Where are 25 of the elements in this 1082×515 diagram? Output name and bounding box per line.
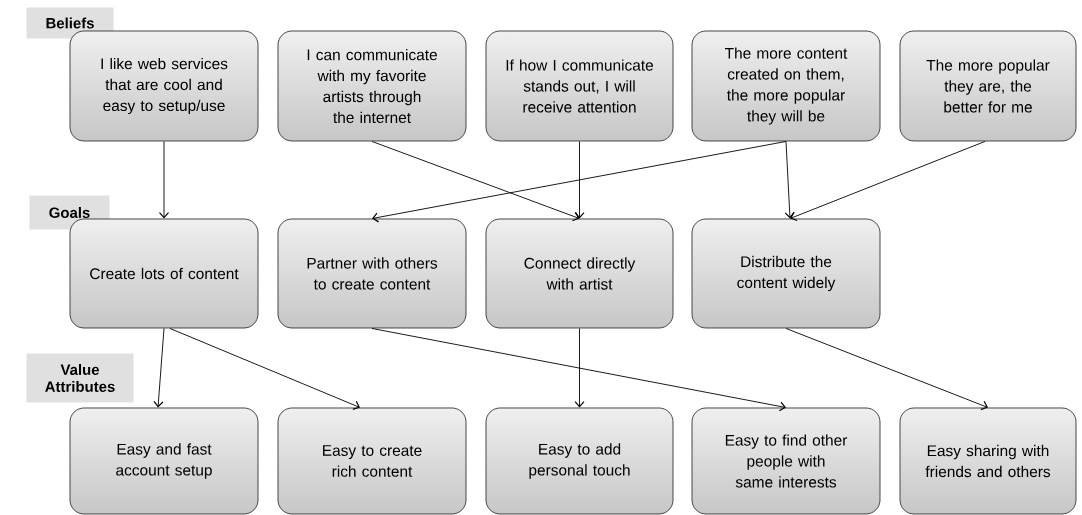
arrow [574, 141, 585, 219]
arrow [785, 328, 988, 411]
rounded-box: Easy and fast account setup [69, 407, 259, 515]
rounded-box: Create lots of content [69, 218, 259, 329]
arrow [574, 328, 585, 408]
rounded-box: Easy to find other people with same interests [691, 407, 881, 515]
rounded-box: Easy to create rich content [277, 407, 467, 515]
arrow [169, 328, 360, 411]
rounded-box: Distribute the content widely [691, 218, 881, 329]
rounded-box: The more popular they are, the better for me [899, 30, 1077, 142]
rounded-box: If how I communicate stands out, I will receive attention [485, 30, 674, 142]
section-label: Value Attributes [23, 350, 137, 406]
rounded-box: I like web services that are cool and easy to setup/use [69, 30, 259, 142]
arrow [158, 141, 170, 219]
rounded-box: The more content created on them, the more popular they will be [691, 30, 881, 142]
rounded-box: Connect directly with artist [485, 218, 674, 329]
arrow [371, 141, 580, 222]
rounded-box: I can communicate with my favorite artists through the internet [277, 30, 467, 142]
rounded-box: Easy to add personal touch [485, 407, 674, 515]
arrow [153, 328, 165, 408]
arrow [372, 141, 787, 223]
arrow [790, 141, 986, 222]
rounded-box: Partner with others to create content [277, 218, 467, 329]
rounded-box: Easy sharing with friends and others [899, 407, 1077, 515]
arrow [371, 328, 786, 412]
